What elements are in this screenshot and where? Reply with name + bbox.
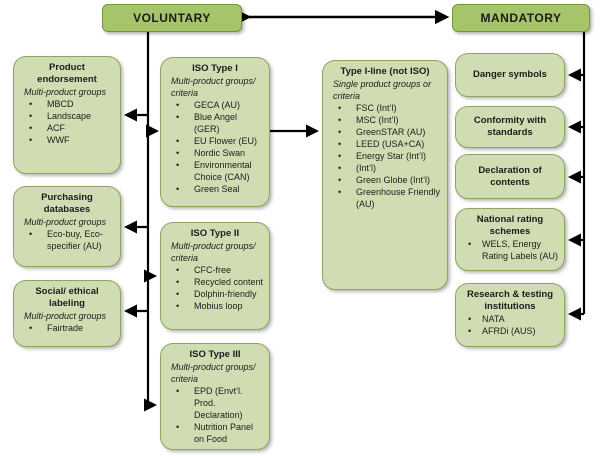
list-item: Environmental Choice (CAN) — [165, 159, 265, 183]
list-item: Recycled content — [165, 276, 265, 288]
box-product-endorsement: Product endorsement Multi-product groups… — [13, 56, 121, 174]
list-item: CFC-free — [165, 264, 265, 276]
list-item: Greenhouse Friendly (AU) — [327, 186, 443, 210]
list-item: LEED (USA+CA) — [327, 138, 443, 150]
box-title: Declaration of contents — [478, 164, 542, 188]
list-item: MBCD — [18, 98, 116, 110]
list-item: (Int’l) — [327, 162, 443, 174]
box-national-rating-schemes: National rating schemes WELS, Energy Rat… — [455, 208, 565, 271]
list-item: AFRDi (AUS) — [460, 325, 560, 337]
box-title: National rating schemes — [476, 214, 544, 237]
box-title: ISO Type II — [190, 228, 240, 239]
box-subtitle: Multi-product groups/ criteria — [171, 241, 256, 263]
list-item: Energy Star (Int’l) — [327, 150, 443, 162]
list-item: Eco-buy, Eco-specifier (AU) — [18, 228, 116, 252]
list-item: Mobius loop — [165, 300, 265, 312]
voluntary-label: VOLUNTARY — [133, 11, 211, 25]
box-subtitle: Multi-product groups/ criteria — [171, 362, 256, 384]
list-item: Nordic Swan — [165, 147, 265, 159]
box-item-list: NATAAFRDi (AUS) — [460, 313, 560, 337]
list-item: FSC (Int’l) — [327, 102, 443, 114]
box-title: Conformity with standards — [473, 115, 547, 138]
box-item-list: CFC-freeRecycled contentDolphin-friendly… — [165, 264, 265, 312]
list-item: Green Seal — [165, 183, 265, 195]
box-iso-type-1: ISO Type I Multi-product groups/ criteri… — [160, 57, 270, 207]
list-item: WWF — [18, 134, 116, 146]
list-item: GreenSTAR (AU) — [327, 126, 443, 138]
box-subtitle: Single product groups or criteria — [333, 79, 432, 101]
box-title: Danger symbols — [473, 69, 547, 80]
mandatory-header: MANDATORY — [452, 4, 590, 32]
box-item-list: FSC (Int’l)MSC (Int’l)GreenSTAR (AU)LEED… — [327, 102, 443, 210]
box-title: Purchasing databases — [41, 192, 93, 215]
list-item: NATA — [460, 313, 560, 325]
box-subtitle: Multi-product groups — [24, 87, 107, 97]
box-item-list: GECA (AU)Blue Angel (GER)EU Flower (EU)N… — [165, 99, 265, 195]
box-item-list: EPD (Envt’l. Prod. Declaration)Nutrition… — [165, 385, 265, 445]
box-title: Type I-line (not ISO) — [340, 66, 430, 77]
list-item: Nutrition Panel on Food — [165, 421, 265, 445]
box-type-i-line: Type I-line (not ISO) Single product gro… — [322, 60, 448, 290]
list-item: WELS, Energy Rating Labels (AU) — [460, 238, 560, 262]
list-item: EPD (Envt’l. Prod. Declaration) — [165, 385, 265, 421]
box-item-list: MBCDLandscapeACFWWF — [18, 98, 116, 146]
list-item: ACF — [18, 122, 116, 134]
box-title: ISO Type III — [189, 349, 241, 360]
box-subtitle: Multi-product groups/ criteria — [171, 76, 256, 98]
box-iso-type-3: ISO Type III Multi-product groups/ crite… — [160, 343, 270, 450]
list-item: Fairtrade — [18, 322, 116, 334]
box-danger-symbols: Danger symbols — [455, 53, 565, 97]
box-item-list: Fairtrade — [18, 322, 116, 334]
box-iso-type-2: ISO Type II Multi-product groups/ criter… — [160, 222, 270, 330]
list-item: Green Globe (Int’l) — [327, 174, 443, 186]
list-item: GECA (AU) — [165, 99, 265, 111]
list-item: EU Flower (EU) — [165, 135, 265, 147]
box-social-ethical-labeling: Social/ ethical labeling Multi-product g… — [13, 280, 121, 347]
box-conformity-with-standards: Conformity with standards — [455, 106, 565, 148]
box-title: Social/ ethical labeling — [35, 286, 99, 309]
box-declaration-of-contents: Declaration of contents — [455, 154, 565, 199]
box-research-testing-institutions: Research & testing institutions NATAAFRD… — [455, 283, 565, 347]
list-item: Dolphin-friendly — [165, 288, 265, 300]
list-item: MSC (Int’l) — [327, 114, 443, 126]
box-item-list: WELS, Energy Rating Labels (AU) — [460, 238, 560, 262]
box-title: ISO Type I — [192, 63, 238, 74]
box-subtitle: Multi-product groups — [24, 217, 107, 227]
list-item: Landscape — [18, 110, 116, 122]
box-title: Product endorsement — [37, 62, 97, 85]
voluntary-header: VOLUNTARY — [102, 4, 242, 32]
list-item: Blue Angel (GER) — [165, 111, 265, 135]
box-title: Research & testing institutions — [466, 289, 554, 312]
box-purchasing-databases: Purchasing databases Multi-product group… — [13, 186, 121, 267]
box-subtitle: Multi-product groups — [24, 311, 107, 321]
mandatory-label: MANDATORY — [480, 11, 562, 25]
box-item-list: Eco-buy, Eco-specifier (AU) — [18, 228, 116, 252]
